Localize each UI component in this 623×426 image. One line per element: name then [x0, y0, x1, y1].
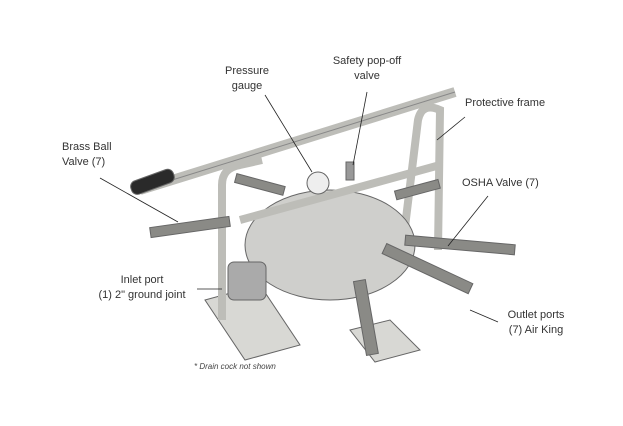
valves — [149, 173, 516, 357]
frame-loop-left — [218, 156, 263, 320]
leader-lines — [99, 91, 499, 323]
label-inlet-port: Inlet port (1) 2" ground joint — [90, 273, 194, 303]
inlet-cap — [227, 261, 267, 301]
label-outlet-ports: Outlet ports (7) Air King — [500, 308, 572, 338]
base-plate-right — [349, 319, 421, 363]
leader-osha-valve — [447, 195, 489, 247]
pressure-gauge-dial — [306, 171, 330, 195]
label-line: valve — [354, 70, 380, 82]
handle-grip — [130, 168, 175, 195]
label-line: Valve (7) — [62, 156, 106, 168]
label-line: Safety pop-off — [332, 55, 402, 67]
frame-mid-rail — [238, 161, 442, 224]
label-pressure-gauge: Pressure gauge — [217, 64, 277, 94]
label-osha-valve: OSHA Valve (7) — [462, 177, 539, 189]
leader-protective-frame — [436, 116, 466, 141]
label-protective-frame: Protective frame — [465, 97, 546, 109]
label-brass-ball-valve: Brass Ball Valve (7) — [62, 140, 112, 170]
label-line: Outlet ports — [507, 309, 565, 321]
safety-valve-body — [345, 161, 355, 181]
label-line: Inlet port — [120, 274, 164, 286]
manifold-apparatus — [130, 87, 516, 363]
label-safety-valve: Safety pop-off valve — [322, 54, 412, 84]
leader-safety-valve — [352, 91, 368, 166]
leader-brass-valve — [99, 177, 179, 223]
label-line: (7) Air King — [508, 324, 564, 336]
label-line: gauge — [231, 80, 263, 92]
frame-loop-right — [396, 103, 445, 269]
label-line: (1) 2" ground joint — [98, 289, 186, 301]
leader-pressure-gauge — [264, 94, 313, 173]
drain-cock-note: * Drain cock not shown — [194, 362, 276, 371]
label-line: Brass Ball — [62, 141, 112, 153]
leader-outlet-ports — [469, 309, 499, 323]
label-line: Pressure — [224, 65, 270, 77]
